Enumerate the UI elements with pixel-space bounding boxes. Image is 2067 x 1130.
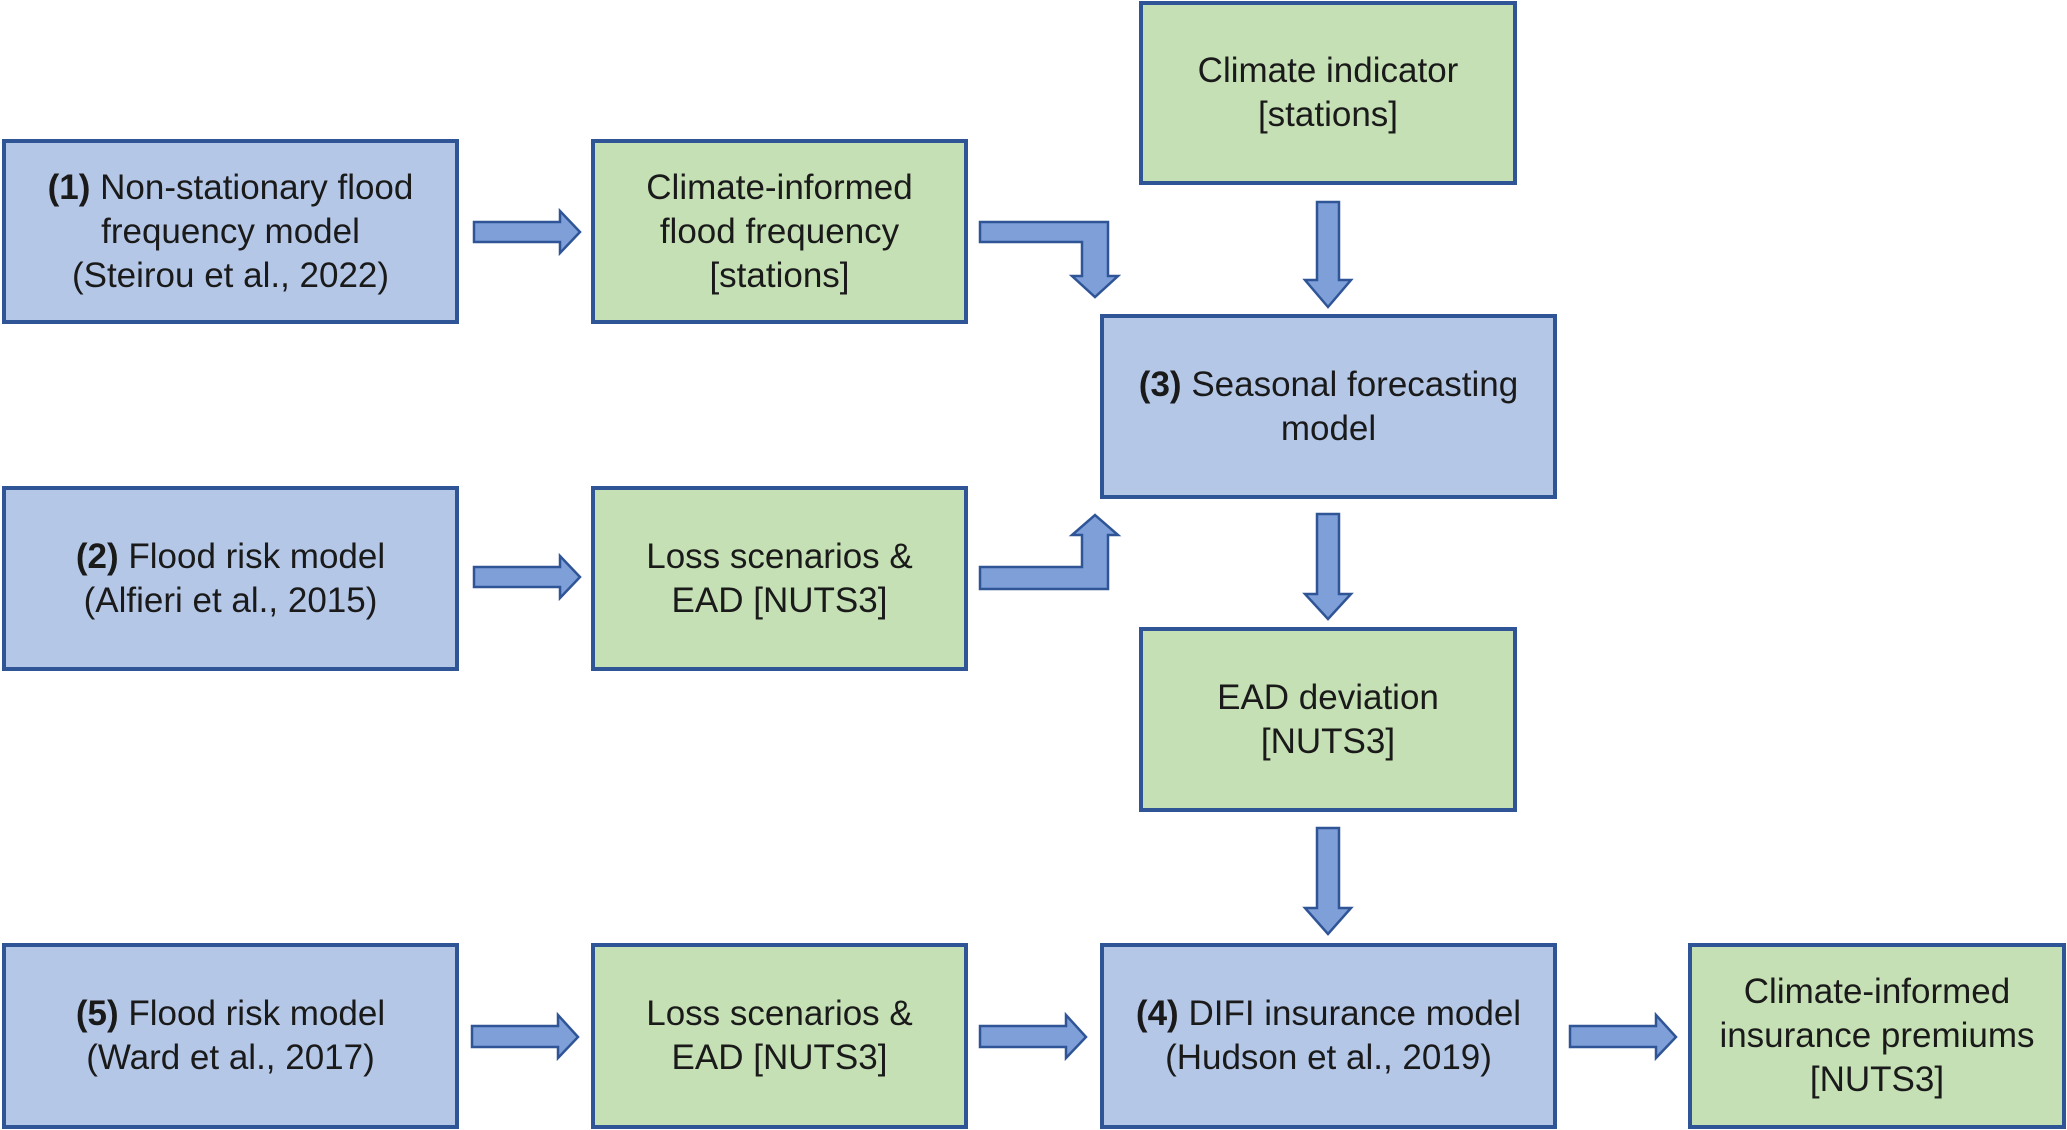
loss-scenarios-ead-box-1: Loss scenarios & EAD [NUTS3] (591, 486, 968, 671)
arrow-forecast-to-deviation (1302, 512, 1354, 621)
box-label: EAD [NUTS3] (671, 580, 888, 620)
ead-deviation-box: EAD deviation [NUTS3] (1139, 627, 1517, 812)
arrow-frequency-to-forecast (978, 220, 1122, 299)
arrow-difi-to-premiums (1568, 1011, 1678, 1062)
climate-informed-insurance-premiums-box: Climate-informed insurance premiums [NUT… (1688, 943, 2066, 1129)
nonstationary-flood-frequency-model-box: (1) Non-stationary flood frequency model… (2, 139, 459, 324)
box-label: EAD [NUTS3] (671, 1038, 888, 1077)
box-label: Flood risk model (128, 536, 386, 576)
flood-risk-model-alfieri-box: (2) Flood risk model (Alfieri et al., 20… (2, 486, 459, 671)
step-number: (2) (75, 536, 119, 576)
unit-label: [NUTS3] (1260, 721, 1396, 761)
box-label: frequency model (101, 211, 360, 251)
box-label: Loss scenarios & (646, 536, 913, 576)
box-label: Climate-informed (1743, 972, 2011, 1011)
box-label: flood frequency (659, 211, 900, 251)
citation: (Alfieri et al., 2015) (83, 580, 378, 620)
arrow-loss-to-difi (978, 1011, 1088, 1062)
box-label: model (1280, 408, 1377, 448)
arrow-model2-to-loss (472, 552, 582, 602)
box-label: EAD deviation (1217, 677, 1439, 717)
citation: (Ward et al., 2017) (86, 1038, 375, 1077)
difi-insurance-model-box: (4) DIFI insurance model (Hudson et al.,… (1100, 943, 1557, 1129)
arrow-loss-to-forecast (978, 513, 1122, 591)
unit-label: [stations] (1257, 95, 1399, 134)
box-label: Climate indicator (1197, 51, 1459, 90)
arrow-indicator-to-forecast (1302, 200, 1354, 309)
arrow-model1-to-frequency (472, 207, 582, 257)
climate-informed-flood-frequency-box: Climate-informed flood frequency [statio… (591, 139, 968, 324)
box-label: Non-stationary flood (100, 167, 414, 207)
loss-scenarios-ead-box-2: Loss scenarios & EAD [NUTS3] (591, 943, 968, 1129)
step-number: (4) (1135, 994, 1179, 1033)
box-label: Climate-informed (646, 167, 913, 207)
unit-label: [stations] (709, 255, 850, 295)
step-number: (3) (1138, 364, 1182, 404)
flood-risk-model-ward-box: (5) Flood risk model (Ward et al., 2017) (2, 943, 459, 1129)
climate-indicator-box: Climate indicator [stations] (1139, 1, 1517, 185)
box-label: insurance premiums (1719, 1016, 2035, 1055)
box-label: Flood risk model (128, 994, 386, 1033)
step-number: (1) (47, 167, 91, 207)
seasonal-forecasting-model-box: (3) Seasonal forecasting model (1100, 314, 1557, 499)
citation: (Steirou et al., 2022) (71, 255, 390, 295)
box-label: Seasonal forecasting (1191, 364, 1519, 404)
unit-label: [NUTS3] (1809, 1060, 1945, 1099)
step-number: (5) (75, 994, 119, 1033)
citation: (Hudson et al., 2019) (1165, 1038, 1492, 1077)
arrow-deviation-to-difi (1302, 826, 1354, 936)
box-label: Loss scenarios & (646, 994, 913, 1033)
box-label: DIFI insurance model (1188, 994, 1522, 1033)
arrow-model5-to-loss (470, 1011, 580, 1062)
